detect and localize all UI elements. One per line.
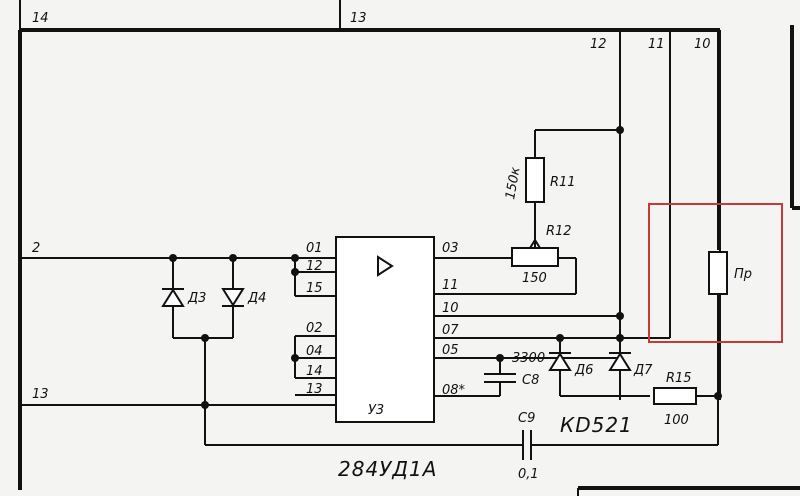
chip-part-number: 284УД1А [338, 457, 437, 481]
junction-dot [291, 268, 299, 276]
diode-pair-d3-d4 [161, 258, 245, 445]
r11-label: R11 [550, 175, 576, 190]
diode-d3-label: Д3 [187, 291, 206, 306]
c9-value: 0,1 [518, 467, 539, 482]
diode-pair-d6-d7 [548, 338, 650, 397]
junction-dot [291, 254, 299, 262]
junction-dot [201, 401, 209, 409]
pin-label: 11 [442, 278, 459, 293]
junction-dot [556, 334, 564, 342]
junction-dot [201, 334, 209, 342]
resistor-r15 [653, 387, 718, 405]
r12-label: R12 [546, 224, 572, 239]
diode-d7-label: Д7 [633, 363, 653, 378]
potentiometer-r12 [511, 238, 577, 294]
r15-value: 100 [664, 413, 689, 428]
diode-d4-label: Д4 [247, 291, 266, 306]
column-label-12: 12 [590, 37, 607, 52]
pin-label: 04 [306, 344, 323, 359]
c8-value: 3300 [512, 351, 545, 366]
junction-dot [229, 254, 237, 262]
pin-label: 13 [306, 382, 323, 397]
column-label-11: 11 [648, 37, 665, 52]
r11-value: 150к [503, 166, 523, 201]
chip-designator: У3 [368, 403, 384, 418]
c8-label: С8 [522, 373, 539, 388]
pin-label: 01 [306, 241, 323, 256]
chip-left-pins [294, 257, 337, 405]
r15-label: R15 [666, 371, 692, 386]
pin-label: 03 [442, 241, 459, 256]
junction-dot [496, 354, 504, 362]
diode-type-label: КD521 [560, 413, 633, 437]
junction-dot [616, 312, 624, 320]
chip-right-pins [434, 257, 670, 397]
fuse-label: Пр [734, 267, 752, 282]
sheet-frame [18, 0, 800, 496]
pin-label: 14 [306, 364, 323, 379]
column-label-10: 10 [694, 37, 711, 52]
highlight-box [648, 203, 783, 343]
chip-body [335, 236, 435, 423]
vertical-bus-lines [619, 30, 719, 400]
sheet-label-13: 13 [350, 11, 367, 26]
sheet-label-14: 14 [32, 11, 49, 26]
bottom-rail [205, 430, 718, 460]
pin-label: 15 [306, 281, 323, 296]
fuse-pr [708, 251, 728, 445]
pin-label: 02 [306, 321, 323, 336]
junction-dot [169, 254, 177, 262]
diode-d6-label: Д6 [574, 363, 593, 378]
junction-dot [616, 126, 624, 134]
r12-value: 150 [522, 271, 547, 286]
net-label-2: 2 [32, 241, 40, 256]
pin-label: 05 [442, 343, 459, 358]
net-label-13: 13 [32, 387, 49, 402]
pin-label: 08* [442, 383, 466, 398]
c9-label: С9 [518, 411, 535, 426]
amplifier-triangle-icon [377, 255, 394, 277]
junction-dot [616, 334, 624, 342]
junction-dot [291, 354, 299, 362]
pin-label: 07 [442, 323, 459, 338]
pin-label: 10 [442, 301, 459, 316]
pin-label: 12 [306, 259, 323, 274]
resistor-r11 [525, 129, 620, 248]
